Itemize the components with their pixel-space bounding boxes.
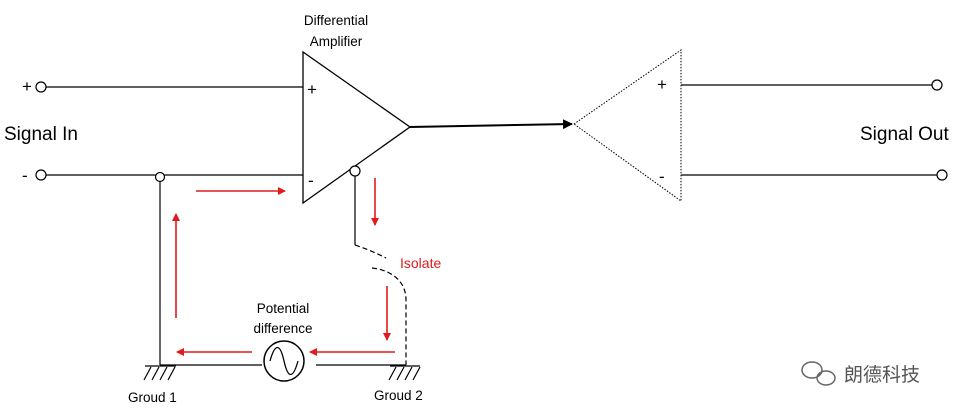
ac-sine-icon [269, 346, 299, 376]
amplifier-title-line1: Differential [304, 13, 368, 28]
isolate-label: Isolate [400, 255, 441, 271]
signal-in-label: Signal In [4, 124, 78, 145]
ground2-icon [388, 365, 421, 381]
watermark: 朗德科技 [801, 361, 920, 386]
amplifier-ground-terminal [349, 165, 361, 177]
output-stage-triangle [573, 49, 682, 202]
amp-plus-label: + [307, 80, 317, 99]
wechat-icon [801, 361, 836, 386]
isolation-break-dashed-wire-upper [354, 244, 387, 259]
out-plus-label: + [657, 75, 667, 94]
potential-difference-line1: Potential [257, 301, 310, 316]
amplifier-title-line2: Amplifier [310, 34, 363, 49]
ground1-icon [143, 365, 176, 381]
amplifier-output-wire [409, 119, 573, 130]
ground2-label: Groud 2 [374, 388, 423, 403]
isolation-break-dashed-wire [371, 267, 407, 365]
input-minus-terminal [35, 169, 47, 181]
output-plus-terminal [931, 79, 943, 91]
watermark-text: 朗德科技 [844, 364, 920, 386]
out-minus-label: - [659, 167, 665, 186]
input-plus-terminal [35, 81, 47, 93]
ground-loop-arrows [172, 178, 395, 356]
ground1-label: Groud 1 [128, 390, 177, 405]
input-minus-label: - [22, 166, 28, 185]
input-plus-label: + [22, 77, 32, 96]
amp-minus-label: - [308, 171, 314, 190]
potential-difference-line2: difference [253, 321, 312, 336]
signal-out-label: Signal Out [860, 124, 949, 145]
minus-junction [154, 171, 166, 183]
differential-amplifier-triangle [302, 50, 412, 205]
output-minus-terminal [936, 169, 948, 181]
